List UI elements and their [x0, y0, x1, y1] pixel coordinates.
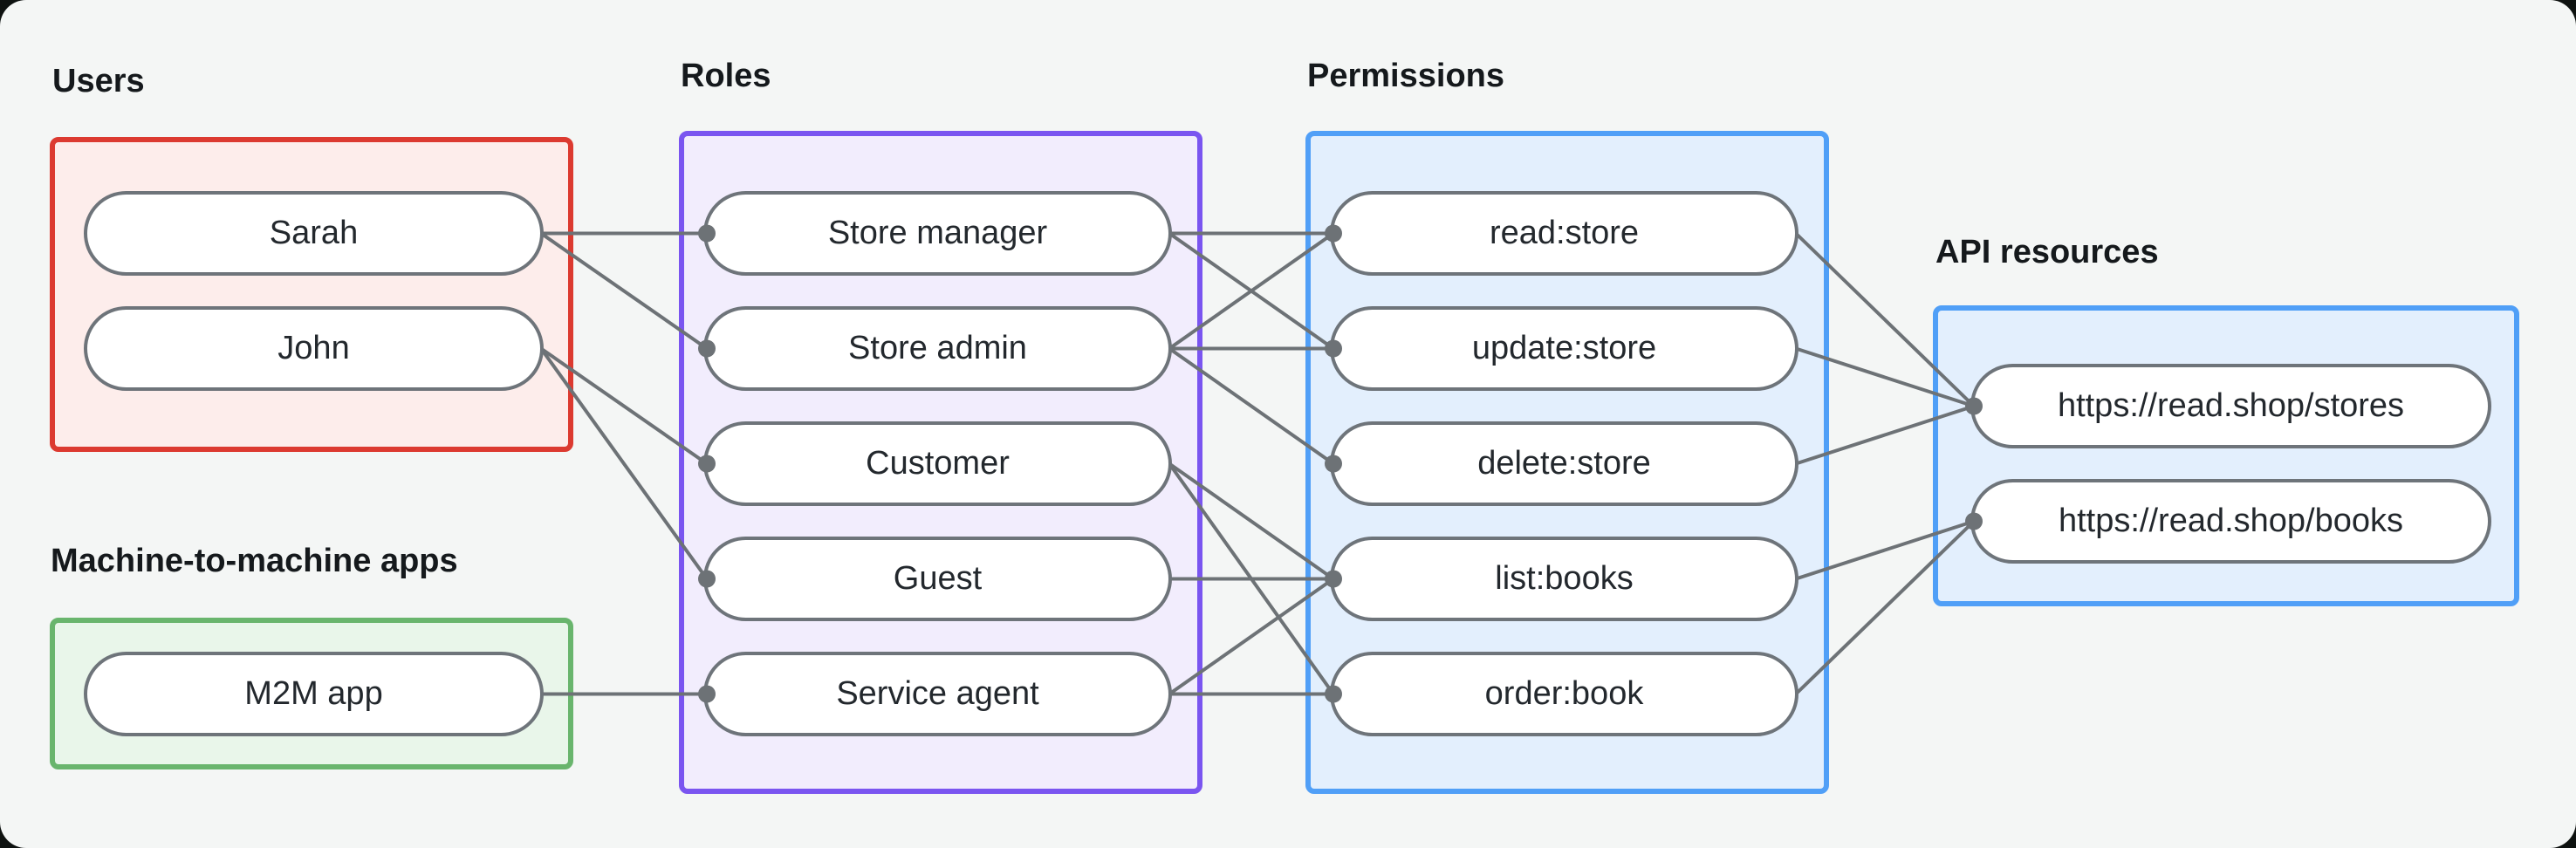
roles-group-label: Roles	[681, 58, 771, 94]
node-api-resource-stores: https://read.shop/stores	[1970, 364, 2491, 448]
connection-dot-store-admin	[698, 339, 716, 358]
node-permission-order-book: order:book	[1330, 652, 1798, 736]
connection-dot-store-manager	[698, 224, 716, 243]
edge-john-to-customer	[539, 346, 709, 466]
connection-dot-books	[1965, 512, 1983, 530]
connection-dot-delete-store	[1325, 455, 1342, 473]
edge-service-agent-to-list-books	[1168, 577, 1335, 696]
permissions-group-label: Permissions	[1307, 58, 1504, 94]
node-permission-update-store: update:store	[1330, 306, 1798, 391]
connection-dot-read-store	[1325, 224, 1342, 243]
node-permission-delete-store: delete:store	[1330, 421, 1798, 506]
users-group-label: Users	[52, 63, 145, 99]
edge-customer-to-list-books	[1168, 462, 1335, 581]
node-permission-list-books: list:books	[1330, 537, 1798, 621]
edge-update-store-to-stores	[1795, 346, 1975, 408]
edge-read-store-to-stores	[1794, 232, 1976, 407]
machine-to-machine-group-label: Machine-to-machine apps	[51, 543, 458, 579]
connection-dot-order-book	[1325, 685, 1342, 703]
api-resources-group-label: API resources	[1935, 234, 2159, 270]
edge-delete-store-to-stores	[1795, 404, 1975, 466]
connection-dot-service-agent	[698, 685, 716, 703]
edge-sarah-to-store-admin	[539, 231, 709, 351]
node-role-customer: Customer	[703, 421, 1172, 506]
node-permission-read-store: read:store	[1330, 191, 1798, 276]
connection-dot-list-books	[1325, 570, 1342, 588]
node-user-sarah: Sarah	[84, 191, 544, 276]
connection-dot-guest	[698, 570, 716, 588]
node-m2m-app: M2M app	[84, 652, 544, 736]
edge-store-admin-to-read-store	[1168, 231, 1335, 351]
connection-dot-update-store	[1325, 339, 1342, 358]
node-role-store-admin: Store admin	[703, 306, 1172, 391]
node-api-resource-books: https://read.shop/books	[1970, 479, 2491, 564]
node-role-store-manager: Store manager	[703, 191, 1172, 276]
connection-dot-stores	[1965, 397, 1983, 415]
node-user-john: John	[84, 306, 544, 391]
node-role-guest: Guest	[703, 537, 1172, 621]
edge-list-books-to-books	[1795, 519, 1975, 581]
edge-order-book-to-books	[1794, 520, 1976, 695]
connection-dot-customer	[698, 455, 716, 473]
edge-store-admin-to-delete-store	[1168, 346, 1335, 466]
node-role-service-agent: Service agent	[703, 652, 1172, 736]
edge-john-to-guest	[539, 347, 709, 580]
users-group-box	[50, 137, 573, 452]
